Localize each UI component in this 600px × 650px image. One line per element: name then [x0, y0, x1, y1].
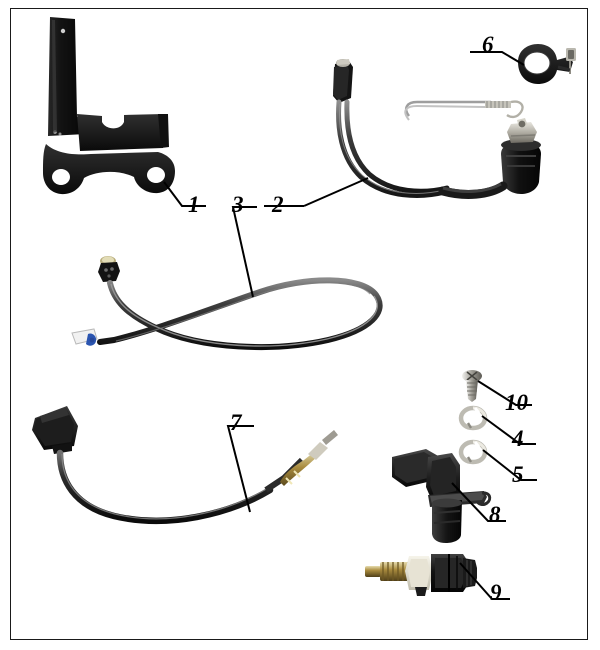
callout-label-9: 9 [490, 580, 502, 605]
leader-line-9 [459, 562, 510, 600]
part-3-sensor-cable-assembly [70, 248, 400, 368]
leader-line-4 [481, 415, 536, 445]
leader-line-3 [231, 206, 257, 298]
leader-line-2 [264, 177, 369, 207]
callout-label-8: 8 [489, 502, 501, 527]
callout-label-1: 1 [188, 192, 200, 217]
part-1-mounting-bracket [28, 14, 188, 204]
leader-line-7 [226, 425, 254, 513]
callout-label-5: 5 [512, 462, 524, 487]
callout-label-4: 4 [512, 426, 524, 451]
leader-line-1 [163, 181, 206, 207]
callout-label-7: 7 [230, 410, 242, 435]
callout-label-10: 10 [505, 390, 528, 415]
part-6-ring-clamp [512, 40, 584, 88]
part-8-camshaft-position-sensor [388, 443, 498, 543]
part-7-oxygen-sensor-lead [22, 398, 342, 528]
part-2-knock-sensor-with-harness [325, 58, 570, 208]
callout-label-3: 3 [232, 192, 244, 217]
diagram-border [10, 8, 588, 640]
part-9-coolant-temperature-sensor [363, 546, 493, 604]
callout-label-6: 6 [482, 32, 494, 57]
part-4-lock-washer-upper [458, 405, 488, 431]
leader-line-8 [451, 482, 506, 522]
leader-line-6 [470, 51, 525, 66]
callout-label-2: 2 [272, 192, 284, 217]
leader-line-10 [477, 380, 532, 406]
part-10-screw [458, 369, 488, 403]
leader-line-5 [482, 449, 537, 481]
